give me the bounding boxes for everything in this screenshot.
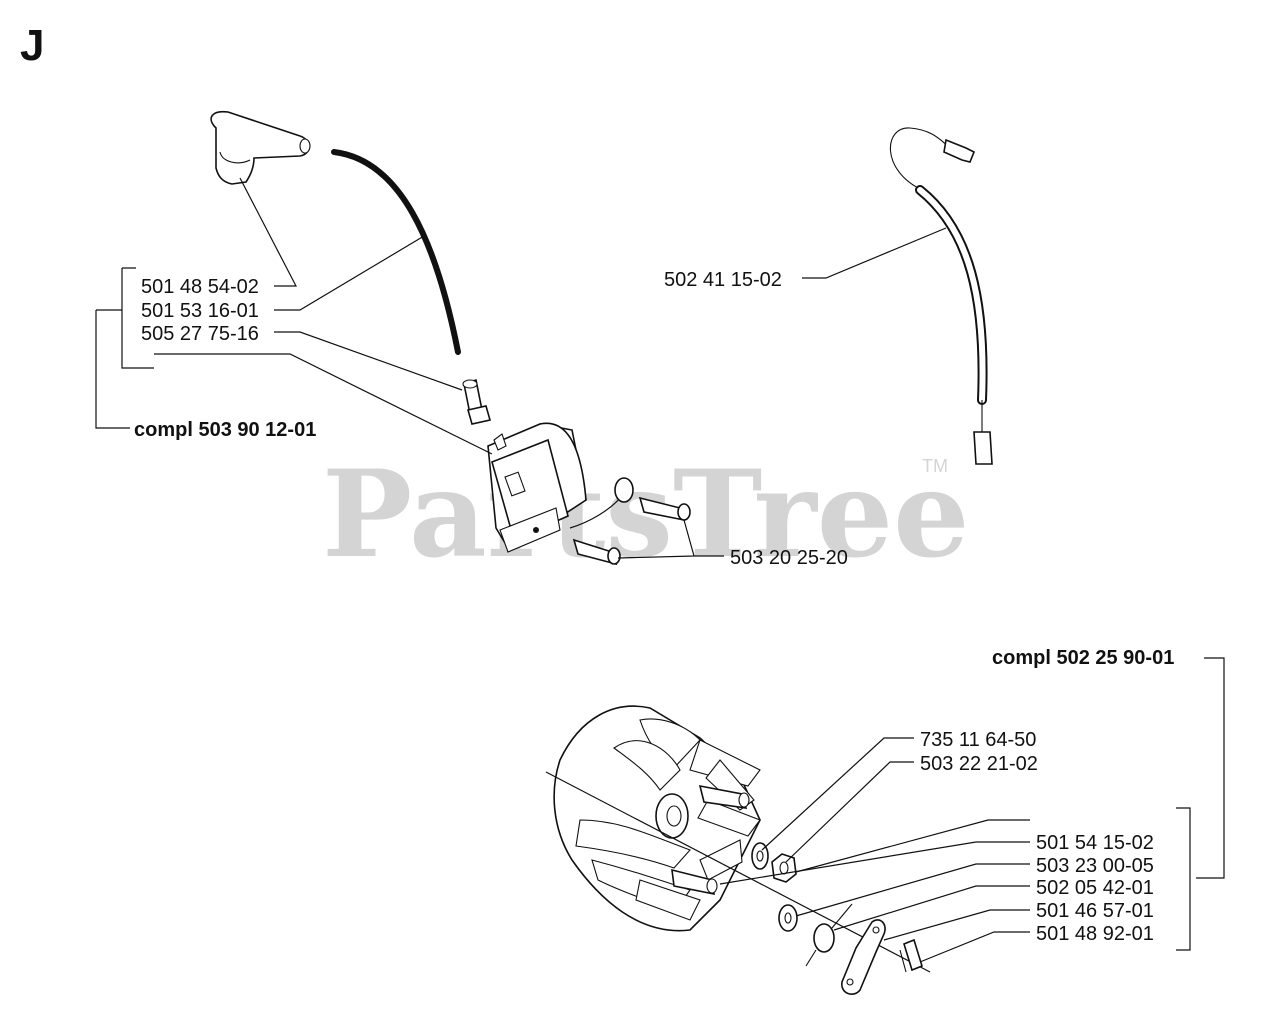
eyelet-icon: [614, 477, 634, 503]
ignition-cable-icon[interactable]: [331, 149, 461, 355]
part-label-501-46-57-01[interactable]: 501 46 57-01: [1036, 900, 1154, 922]
flywheel-icon[interactable]: [545, 705, 931, 973]
part-label-501-54-15-02[interactable]: 501 54 15-02: [1036, 832, 1154, 854]
leader-lines-top-left: [95, 177, 724, 559]
part-label-502-41-15-02[interactable]: 502 41 15-02: [664, 269, 782, 291]
nut-icon[interactable]: [771, 853, 797, 883]
part-label-501-48-54-02[interactable]: 501 48 54-02: [141, 276, 259, 298]
part-label-505-27-75-16[interactable]: 505 27 75-16: [141, 323, 259, 345]
part-label-503-20-25-20[interactable]: 503 20 25-20: [730, 547, 848, 569]
spring-contact-icon[interactable]: [462, 378, 492, 425]
bushing-icon[interactable]: [899, 938, 923, 973]
section-letter: J: [20, 21, 44, 70]
screw-icon[interactable]: [572, 496, 691, 566]
part-label-compl-502-25-90-01[interactable]: compl 502 25 90-01: [992, 647, 1174, 669]
coil-spring-icon[interactable]: [805, 903, 853, 967]
part-label-503-23-00-05[interactable]: 503 23 00-05: [1036, 855, 1154, 877]
ignition-coil-icon[interactable]: [487, 422, 623, 553]
pawl-icon[interactable]: [841, 919, 886, 995]
part-label-502-05-42-01[interactable]: 502 05 42-01: [1036, 877, 1154, 899]
spark-plug-cap-icon[interactable]: [210, 110, 311, 185]
part-label-735-11-64-50[interactable]: 735 11 64-50: [920, 729, 1036, 751]
washer-hole-2: [784, 912, 792, 924]
watermark: PartsTree TM: [322, 444, 969, 585]
part-label-501-53-16-01[interactable]: 501 53 16-01: [141, 300, 259, 322]
leader-lines-bottom: [719, 657, 1225, 963]
leader-line-502-41-15-02: [802, 227, 947, 279]
washer-hole: [756, 850, 764, 862]
cable-terminal-icon[interactable]: [889, 127, 993, 465]
part-label-503-22-21-02[interactable]: 503 22 21-02: [920, 753, 1038, 775]
part-label-501-48-92-01[interactable]: 501 48 92-01: [1036, 923, 1154, 945]
watermark-text: PartsTree: [322, 444, 969, 585]
part-label-compl-503-90-12-01[interactable]: compl 503 90 12-01: [134, 419, 316, 441]
watermark-tm: TM: [922, 456, 948, 476]
